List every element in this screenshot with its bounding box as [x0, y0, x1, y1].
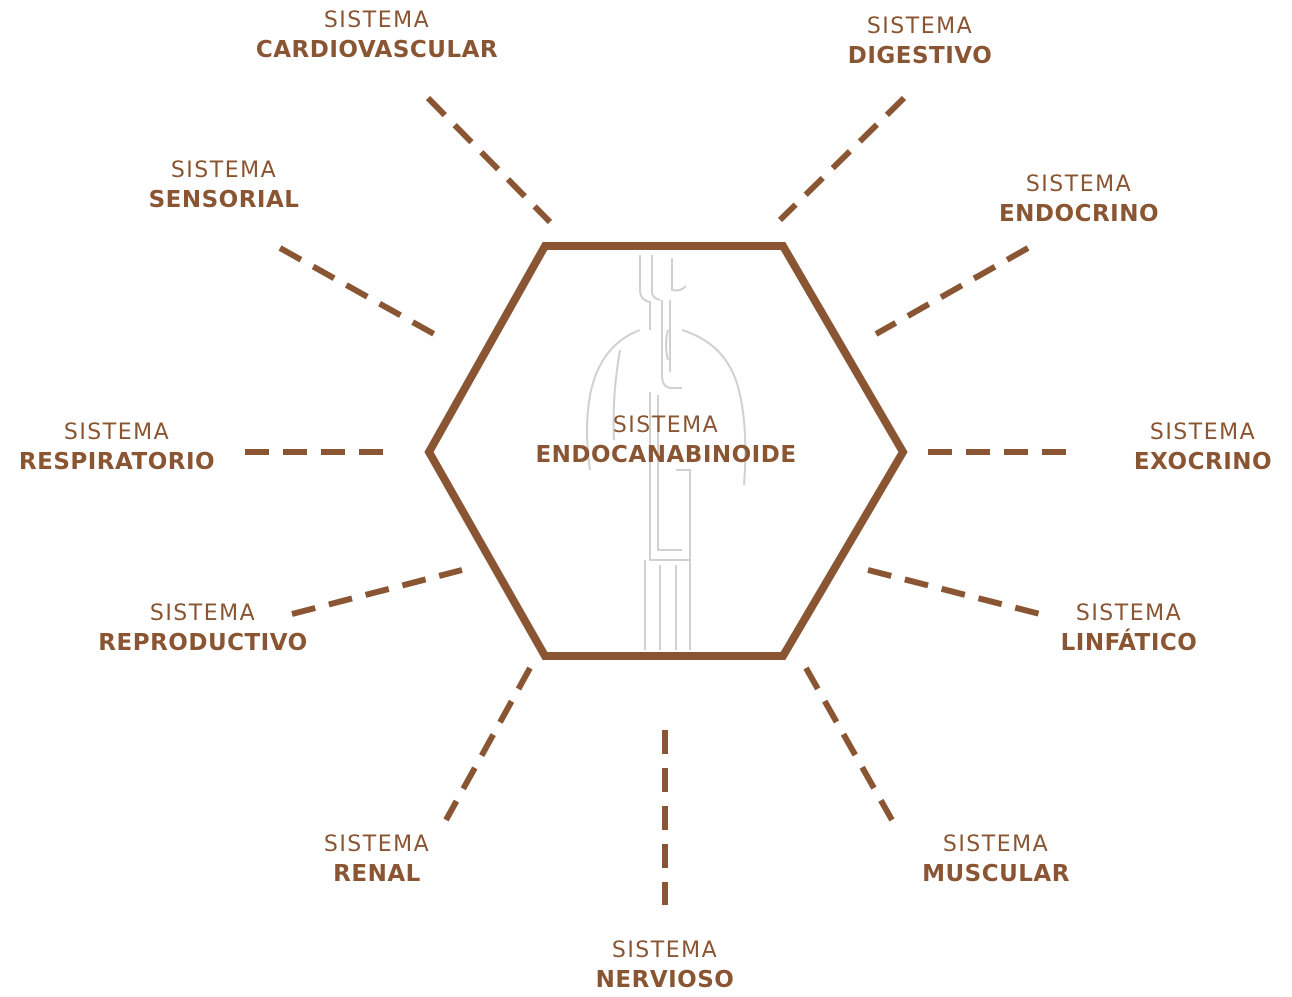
label-prefix: SISTEMA — [848, 16, 993, 38]
connector-sensorial — [280, 248, 434, 334]
connector-linfatico — [868, 570, 1040, 614]
label-name: RESPIRATORIO — [19, 451, 215, 474]
label-respiratorio: SISTEMA RESPIRATORIO — [19, 422, 215, 474]
label-prefix: SISTEMA — [999, 174, 1159, 196]
label-name: SENSORIAL — [149, 189, 300, 212]
connector-reproductivo — [292, 570, 462, 614]
label-renal: SISTEMA RENAL — [324, 834, 430, 886]
label-reproductivo: SISTEMA REPRODUCTIVO — [98, 603, 307, 655]
label-exocrino: SISTEMA EXOCRINO — [1134, 422, 1272, 474]
label-name: CARDIOVASCULAR — [256, 39, 498, 62]
label-digestivo: SISTEMA DIGESTIVO — [848, 16, 993, 68]
label-name: ENDOCRINO — [999, 203, 1159, 226]
label-linfatico: SISTEMA LINFÁTICO — [1061, 603, 1198, 655]
label-prefix: SISTEMA — [922, 834, 1070, 856]
label-prefix: SISTEMA — [1061, 603, 1198, 625]
label-name: REPRODUCTIVO — [98, 632, 307, 655]
label-cardiovascular: SISTEMA CARDIOVASCULAR — [256, 10, 498, 62]
label-prefix: SISTEMA — [256, 10, 498, 32]
label-prefix: SISTEMA — [19, 422, 215, 444]
label-name: RENAL — [324, 863, 430, 886]
connector-renal — [446, 668, 530, 820]
label-name: MUSCULAR — [922, 863, 1070, 886]
label-endocrino: SISTEMA ENDOCRINO — [999, 174, 1159, 226]
label-sensorial: SISTEMA SENSORIAL — [149, 160, 300, 212]
label-name: EXOCRINO — [1134, 451, 1272, 474]
center-label-endocanabinoide: SISTEMA ENDOCANABINOIDE — [535, 415, 796, 467]
label-muscular: SISTEMA MUSCULAR — [922, 834, 1070, 886]
label-prefix: SISTEMA — [98, 603, 307, 625]
connector-cardiovascular — [428, 98, 550, 222]
label-prefix: SISTEMA — [596, 940, 735, 962]
label-name: NERVIOSO — [596, 969, 735, 992]
label-nervioso: SISTEMA NERVIOSO — [596, 940, 735, 992]
label-prefix: SISTEMA — [324, 834, 430, 856]
connector-digestivo — [780, 98, 904, 220]
center-name: ENDOCANABINOIDE — [535, 444, 796, 467]
center-prefix: SISTEMA — [535, 415, 796, 437]
label-prefix: SISTEMA — [1134, 422, 1272, 444]
label-prefix: SISTEMA — [149, 160, 300, 182]
connector-muscular — [806, 668, 892, 820]
connector-lines — [245, 98, 1068, 905]
label-name: DIGESTIVO — [848, 45, 993, 68]
label-name: LINFÁTICO — [1061, 632, 1198, 655]
connector-endocrino — [876, 248, 1028, 334]
